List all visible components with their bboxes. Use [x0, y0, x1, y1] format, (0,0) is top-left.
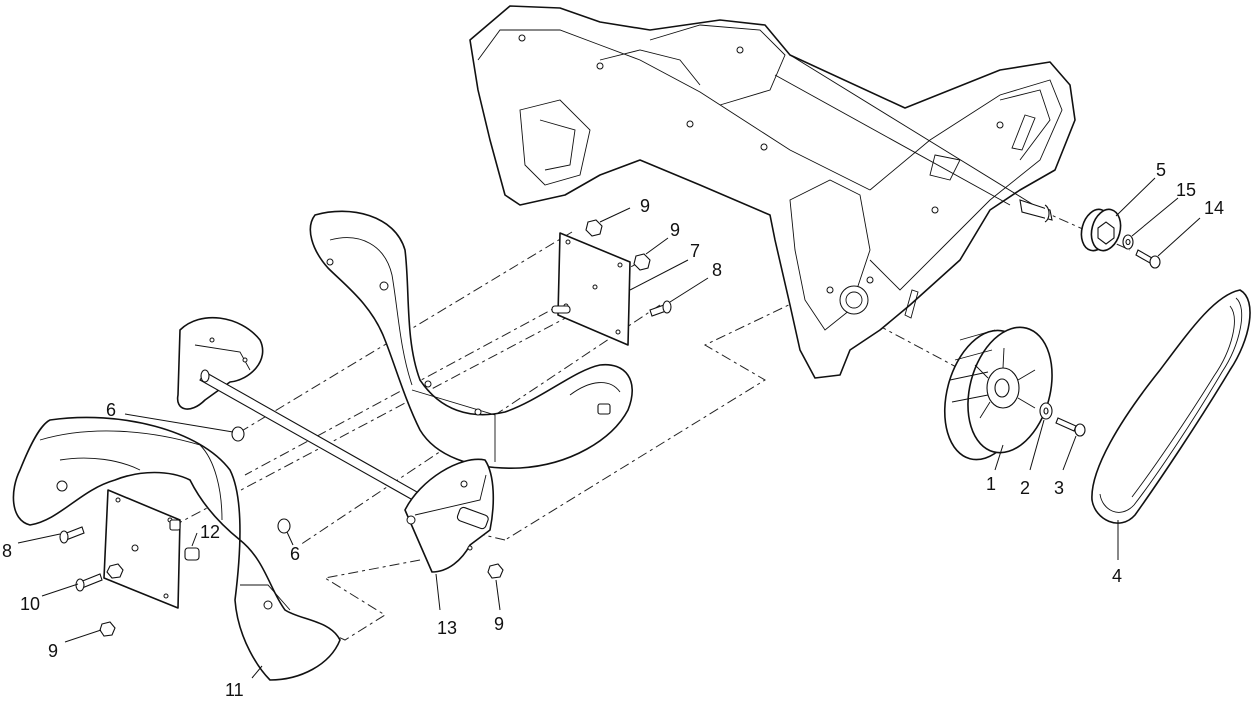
callout-10: 10	[20, 594, 40, 614]
callout-7: 7	[690, 241, 700, 261]
callout-6-lower: 6	[290, 544, 300, 564]
left-auger-11	[12, 416, 341, 681]
leader-lines	[17, 177, 1201, 679]
nut-9c	[99, 621, 116, 637]
nut-9d	[487, 563, 504, 579]
callout-14: 14	[1204, 198, 1224, 218]
drive-belt-4	[1091, 289, 1251, 524]
nut-9a	[585, 219, 603, 237]
callout-13: 13	[437, 618, 457, 638]
bearing-bracket	[404, 458, 495, 573]
callout-9-mid: 9	[670, 220, 680, 240]
callout-15: 15	[1176, 180, 1196, 200]
auger-housing	[469, 5, 1076, 379]
callout-2: 2	[1020, 478, 1030, 498]
callout-3: 3	[1054, 478, 1064, 498]
callout-5: 5	[1156, 160, 1166, 180]
bolt-8-left	[59, 526, 85, 544]
callout-8-left: 8	[2, 541, 12, 561]
shaft-bracket-left	[176, 316, 264, 410]
bearing-plate-12	[103, 489, 200, 609]
bolt-3	[1055, 417, 1086, 437]
nut-6a	[231, 426, 245, 442]
bolt-10	[75, 563, 124, 592]
nut-6b	[277, 518, 291, 534]
washer-15	[1122, 234, 1134, 250]
callout-9-bottom: 9	[494, 614, 504, 634]
callout-9-left: 9	[48, 641, 58, 661]
callout-9-top: 9	[640, 196, 650, 216]
washer-2	[1039, 402, 1053, 420]
bolt-8-right	[649, 300, 672, 317]
right-auger-13	[309, 210, 633, 469]
plate-7	[551, 232, 631, 346]
nut-9b	[633, 253, 651, 271]
bolt-14	[1135, 249, 1161, 269]
callout-11: 11	[225, 680, 244, 700]
callout-8-right: 8	[712, 260, 722, 280]
callout-1: 1	[986, 474, 996, 494]
callout-6-upper: 6	[106, 400, 116, 420]
pulley-1	[943, 326, 1053, 461]
callout-4: 4	[1112, 566, 1122, 586]
callout-12: 12	[200, 522, 220, 542]
callout-labels: 1 2 3 4 5 15 14 9 9 7 8 6 6 8 12 10 9 11…	[2, 160, 1224, 700]
pulley-5	[1080, 208, 1122, 252]
